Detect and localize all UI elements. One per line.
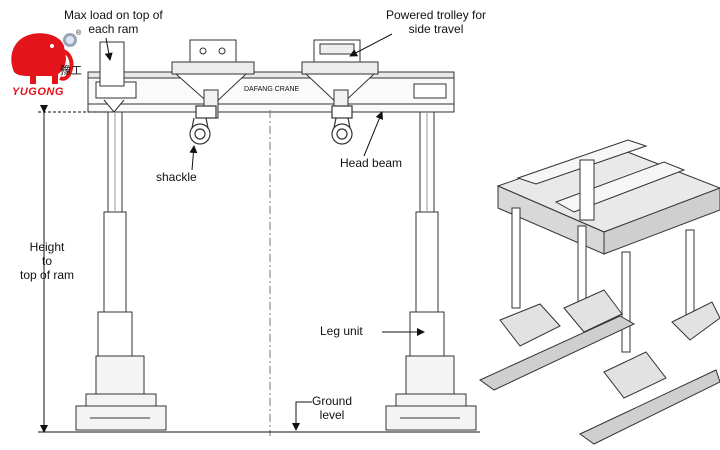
ram-top-cap <box>99 41 125 113</box>
isometric-view <box>479 139 720 445</box>
height-label: Height to top of ram <box>20 240 75 282</box>
registered-mark: ® <box>76 30 82 37</box>
right-shackle <box>331 105 353 145</box>
elephant-logo-icon <box>11 33 77 84</box>
left-trolley <box>171 39 255 119</box>
right-leg <box>409 111 445 363</box>
left-base <box>75 355 167 431</box>
max-load-label: Max load on top of each ram <box>64 8 163 36</box>
powered-trolley-label: Powered trolley for side travel <box>386 8 487 36</box>
brand-logo-chinese: 豫工 <box>60 65 82 77</box>
height-dimension <box>38 105 106 433</box>
beam-brand-text: DAFANG CRANE <box>244 86 300 93</box>
leader-lines <box>104 33 425 431</box>
right-base <box>385 355 477 431</box>
shackle-label: shackle <box>156 170 197 184</box>
leg-unit-label: Leg unit <box>320 324 363 338</box>
brand-logo-text: YUGONG <box>12 86 64 98</box>
head-beam-label: Head beam <box>340 156 403 170</box>
left-shackle <box>189 105 217 145</box>
ground-level-label: Ground level <box>312 394 353 422</box>
left-leg <box>97 111 133 363</box>
